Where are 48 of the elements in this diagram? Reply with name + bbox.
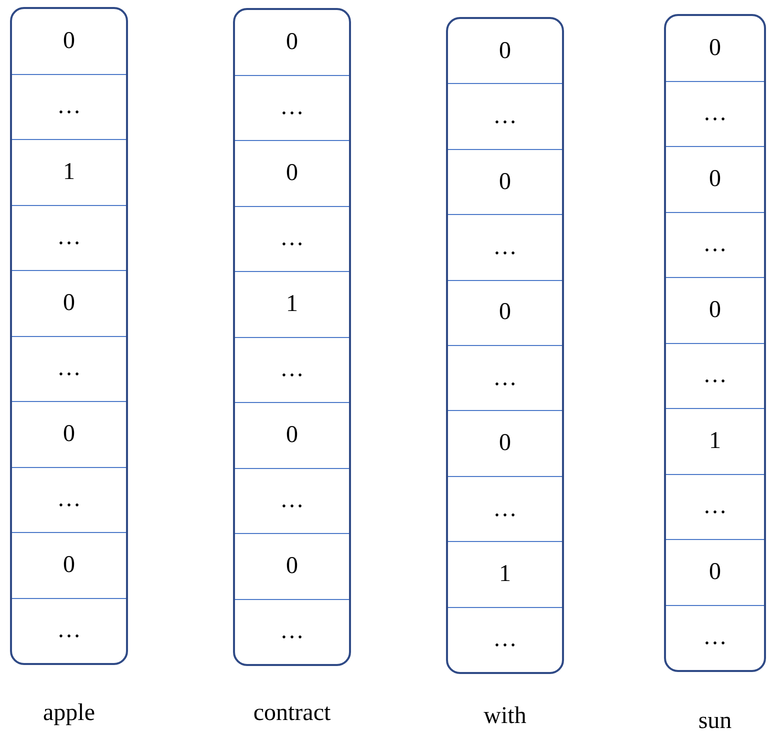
vector-entry: …	[666, 80, 764, 146]
word-label: sun	[698, 708, 732, 735]
vector-entry: 0	[448, 19, 562, 84]
vector-entry: 0	[235, 10, 349, 74]
vector-entry: 1	[448, 541, 562, 607]
word-label: with	[484, 703, 526, 730]
vector-entry: 1	[666, 408, 764, 474]
vector-entry: 0	[12, 270, 126, 336]
vector-column	[664, 14, 766, 672]
vector-entry: 0	[12, 532, 126, 598]
vector-column	[233, 8, 351, 666]
vector-entry: 0	[666, 539, 764, 604]
vector-entry: 0	[235, 533, 349, 598]
vector-entry: …	[12, 598, 126, 663]
vector-entry: …	[235, 74, 349, 140]
vector-column	[446, 17, 564, 674]
vector-entry: …	[448, 476, 562, 542]
word-label: contract	[253, 700, 331, 727]
vector-entry: …	[235, 336, 349, 402]
vector-column	[10, 7, 128, 665]
word-label: apple	[43, 700, 95, 727]
vector-entry: …	[666, 212, 764, 277]
vector-entry: 0	[666, 277, 764, 342]
vector-entry: …	[448, 345, 562, 410]
vector-entry: …	[448, 83, 562, 149]
vector-entry: 0	[12, 9, 126, 74]
vector-entry: …	[666, 604, 764, 670]
vector-entry: …	[12, 204, 126, 270]
vector-entry: 0	[448, 148, 562, 214]
vector-entry: …	[448, 214, 562, 280]
vector-entry: 0	[235, 140, 349, 206]
vector-entry: 1	[235, 271, 349, 336]
vector-entry: 0	[448, 410, 562, 476]
vector-entry: …	[235, 206, 349, 271]
vector-entry: …	[235, 468, 349, 533]
vector-entry: 0	[666, 146, 764, 212]
vector-entry: 0	[12, 401, 126, 466]
vector-entry: 1	[12, 139, 126, 204]
vector-entry: …	[235, 598, 349, 664]
vector-entry: …	[448, 606, 562, 672]
vector-entry: …	[12, 336, 126, 401]
vector-entry: 0	[235, 402, 349, 468]
vector-entry: …	[12, 466, 126, 532]
vector-entry: 0	[666, 16, 764, 80]
vector-entry: …	[666, 342, 764, 408]
vector-entry: …	[666, 474, 764, 539]
vector-entry: …	[12, 74, 126, 139]
vector-entry: 0	[448, 280, 562, 346]
